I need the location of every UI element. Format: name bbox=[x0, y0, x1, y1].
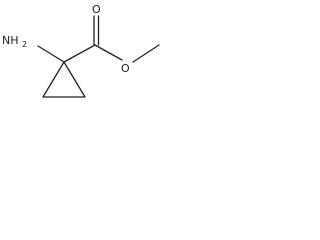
amino-hydrogen-label: H bbox=[10, 34, 18, 47]
amino-nitrogen-label: N bbox=[2, 34, 10, 47]
ester-bond bbox=[94, 44, 123, 61]
ring-bond-top-right bbox=[63, 61, 86, 98]
ester-oxygen-label: O bbox=[121, 62, 130, 75]
molecule-structure: NH 2 O O bbox=[2, 3, 160, 98]
amino-subscript-label: 2 bbox=[22, 40, 27, 49]
methyl-bond bbox=[132, 44, 160, 63]
ring-bond-top-left bbox=[42, 61, 65, 98]
carbonyl-oxygen-label: O bbox=[92, 3, 101, 16]
carboxyl-bond bbox=[63, 44, 96, 63]
cyclopropane-ring bbox=[42, 61, 86, 98]
amino-bond bbox=[37, 45, 65, 63]
amino-group-label: NH 2 bbox=[2, 34, 27, 49]
